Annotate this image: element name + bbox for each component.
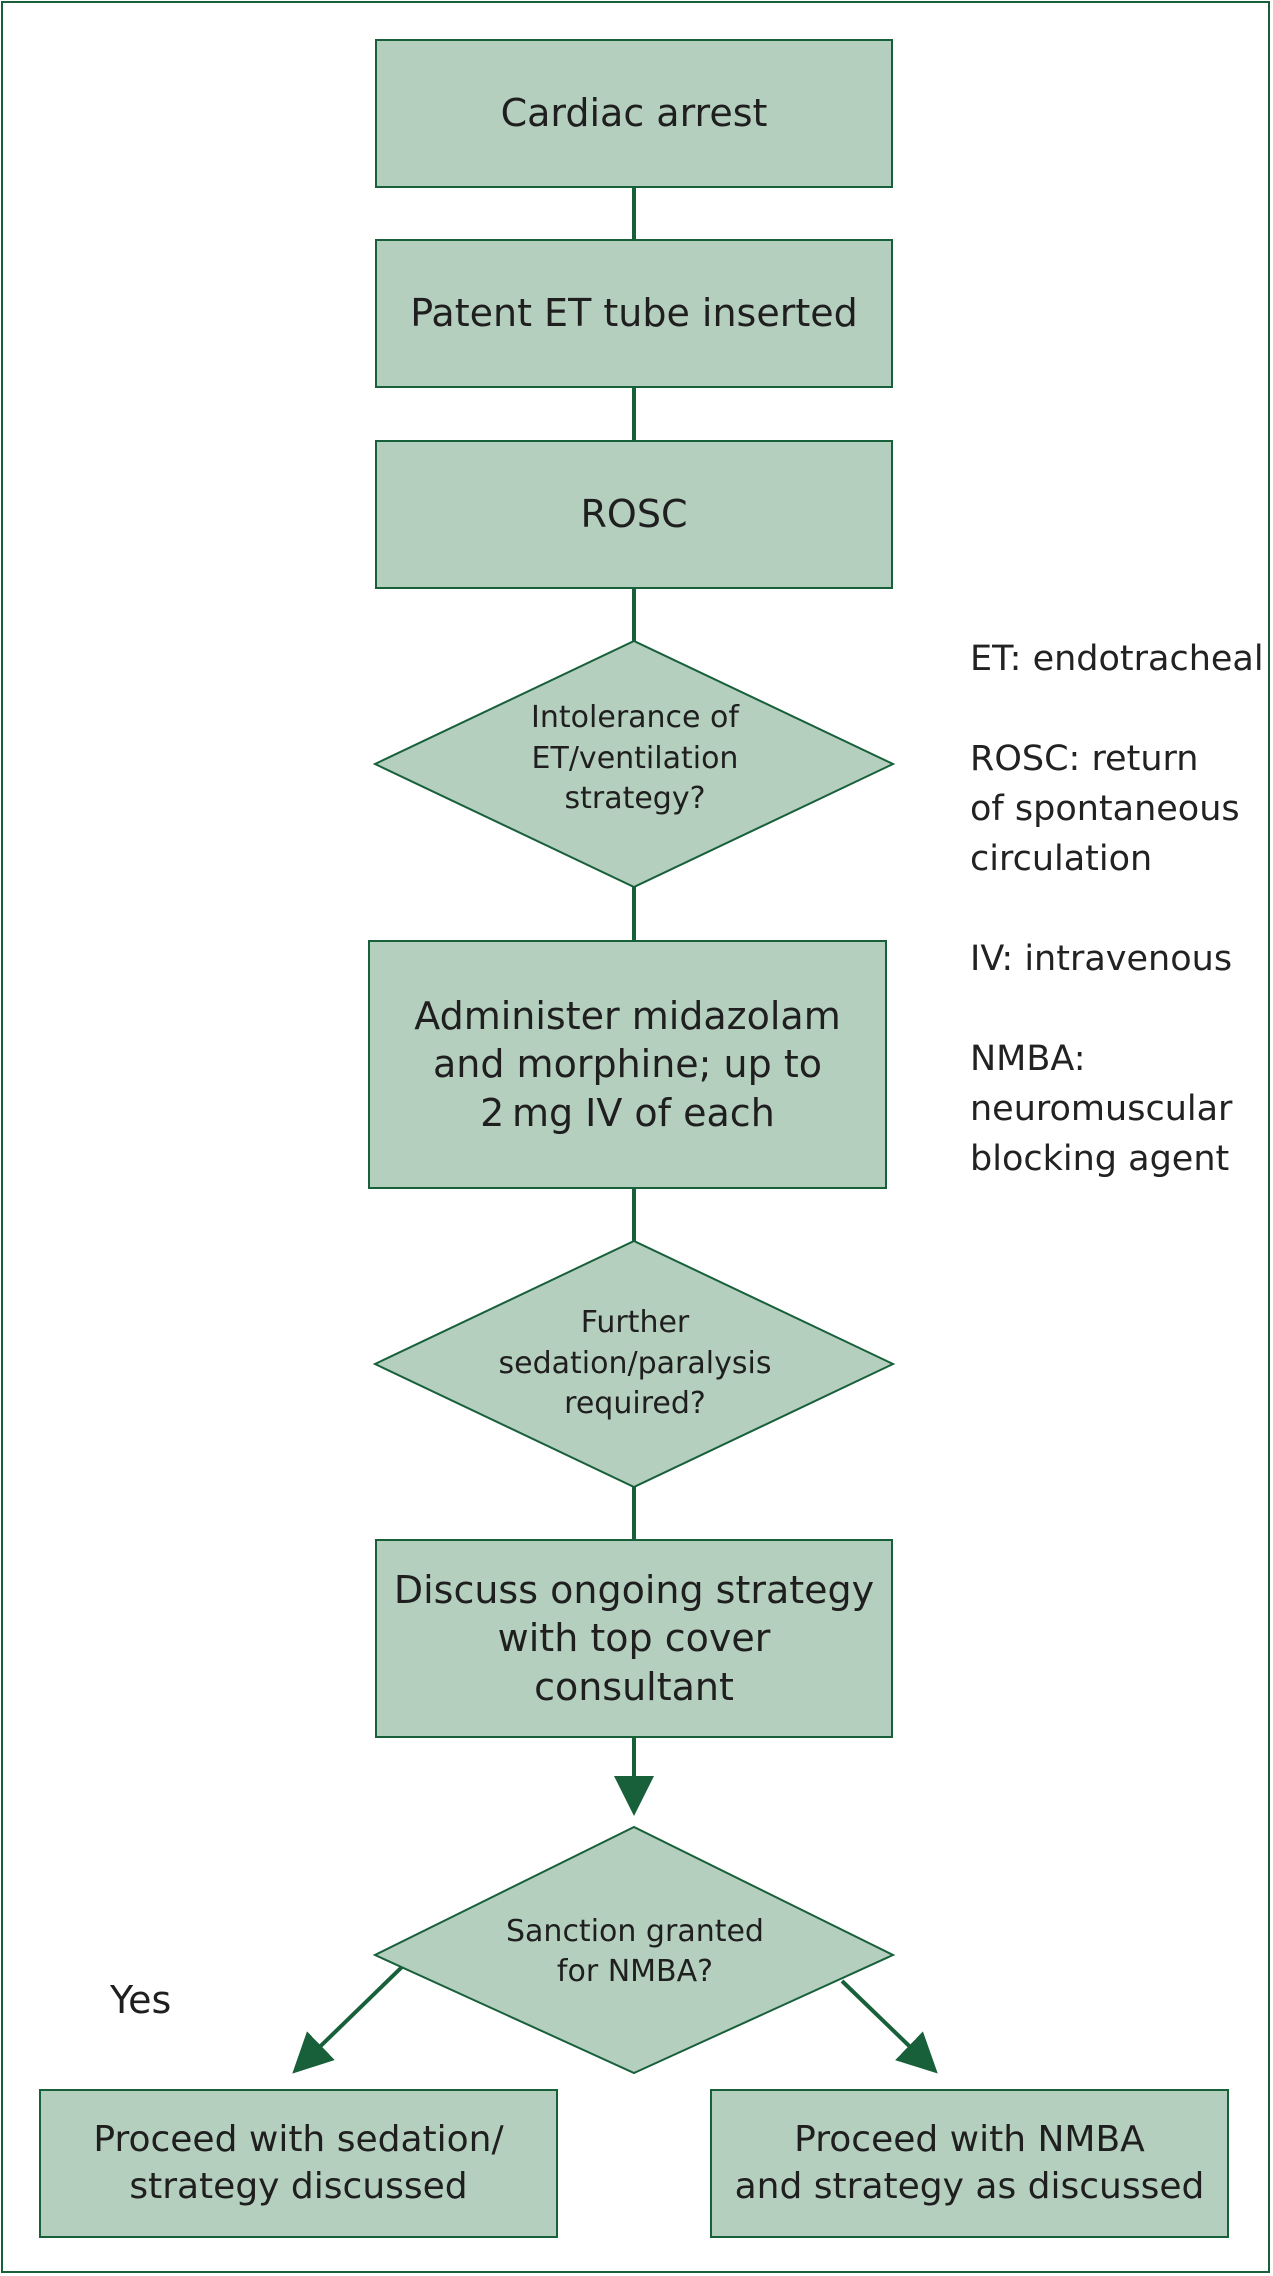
legend-nmba-line-1: NMBA: [970, 1039, 1086, 1079]
branch-yes-label: Yes [110, 1978, 172, 2022]
node-intolerance-line-1: Intolerance of [531, 700, 739, 736]
node-intolerance-line-2: ET/ventilation [531, 740, 739, 776]
node-discuss: Discuss ongoing strategy with top cover … [375, 1539, 893, 1738]
node-further-line-2: sedation/paralysis [498, 1345, 772, 1381]
node-discuss-line-1: Discuss ongoing strategy [393, 1567, 875, 1612]
legend-iv: IV: intravenous [970, 939, 1233, 979]
node-administer: Administer midazolam and morphine; up to… [368, 940, 887, 1189]
legend-rosc-line-2: of spontaneous [970, 789, 1240, 829]
legend-nmba-line-2: neuromuscular [970, 1089, 1233, 1129]
node-administer-line-1: Administer midazolam [414, 993, 841, 1038]
node-administer-line-2: and morphine; up to [432, 1042, 822, 1087]
node-proceed-nmba-line-1: Proceed with NMBA [794, 2119, 1145, 2161]
node-further-text: Further sedation/paralysis required? [435, 1289, 835, 1439]
node-administer-line-3: 2 mg IV of each [480, 1090, 775, 1135]
node-intolerance-text: Intolerance of ET/ventilation strategy? [435, 684, 835, 834]
legend-rosc-line-3: circulation [970, 839, 1153, 879]
abbreviation-legend: ET: endotracheal ROSC: return of spontan… [970, 634, 1264, 1184]
diamond-further [372, 1239, 896, 1489]
diamond-sanction [372, 1825, 896, 2075]
node-discuss-line-2: with top cover [497, 1616, 771, 1661]
legend-nmba-line-3: blocking agent [970, 1139, 1230, 1179]
legend-et: ET: endotracheal [970, 639, 1264, 679]
node-further-line-1: Further [580, 1305, 690, 1341]
node-proceed-nmba: Proceed with NMBA and strategy as discus… [710, 2089, 1229, 2238]
node-proceed-sedation-line-1: Proceed with sedation/ [93, 2119, 504, 2161]
node-proceed-nmba-line-2: and strategy as discussed [734, 2165, 1205, 2207]
node-cardiac-arrest: Cardiac arrest [375, 39, 893, 188]
arrow-yes [292, 1963, 406, 2074]
node-et-tube: Patent ET tube inserted [375, 239, 893, 388]
diamond-intolerance [372, 639, 896, 889]
node-proceed-sedation: Proceed with sedation/ strategy discusse… [39, 2089, 558, 2238]
node-sanction-line-1: Sanction granted [506, 1913, 764, 1949]
arrow-no [840, 1979, 938, 2074]
legend-rosc-line-1: ROSC: return [970, 739, 1199, 779]
node-intolerance-line-3: strategy? [564, 781, 706, 817]
node-cardiac-arrest-text: Cardiac arrest [500, 91, 768, 136]
node-et-tube-text: Patent ET tube inserted [410, 291, 858, 336]
node-further-line-3: required? [564, 1386, 706, 1422]
node-sanction-line-2: for NMBA? [556, 1954, 714, 1989]
node-rosc-text: ROSC [580, 492, 688, 537]
node-discuss-line-3: consultant [534, 1664, 734, 1709]
node-proceed-sedation-line-2: strategy discussed [129, 2165, 468, 2207]
node-rosc: ROSC [375, 440, 893, 589]
node-sanction-text: Sanction granted for NMBA? [435, 1902, 835, 2002]
